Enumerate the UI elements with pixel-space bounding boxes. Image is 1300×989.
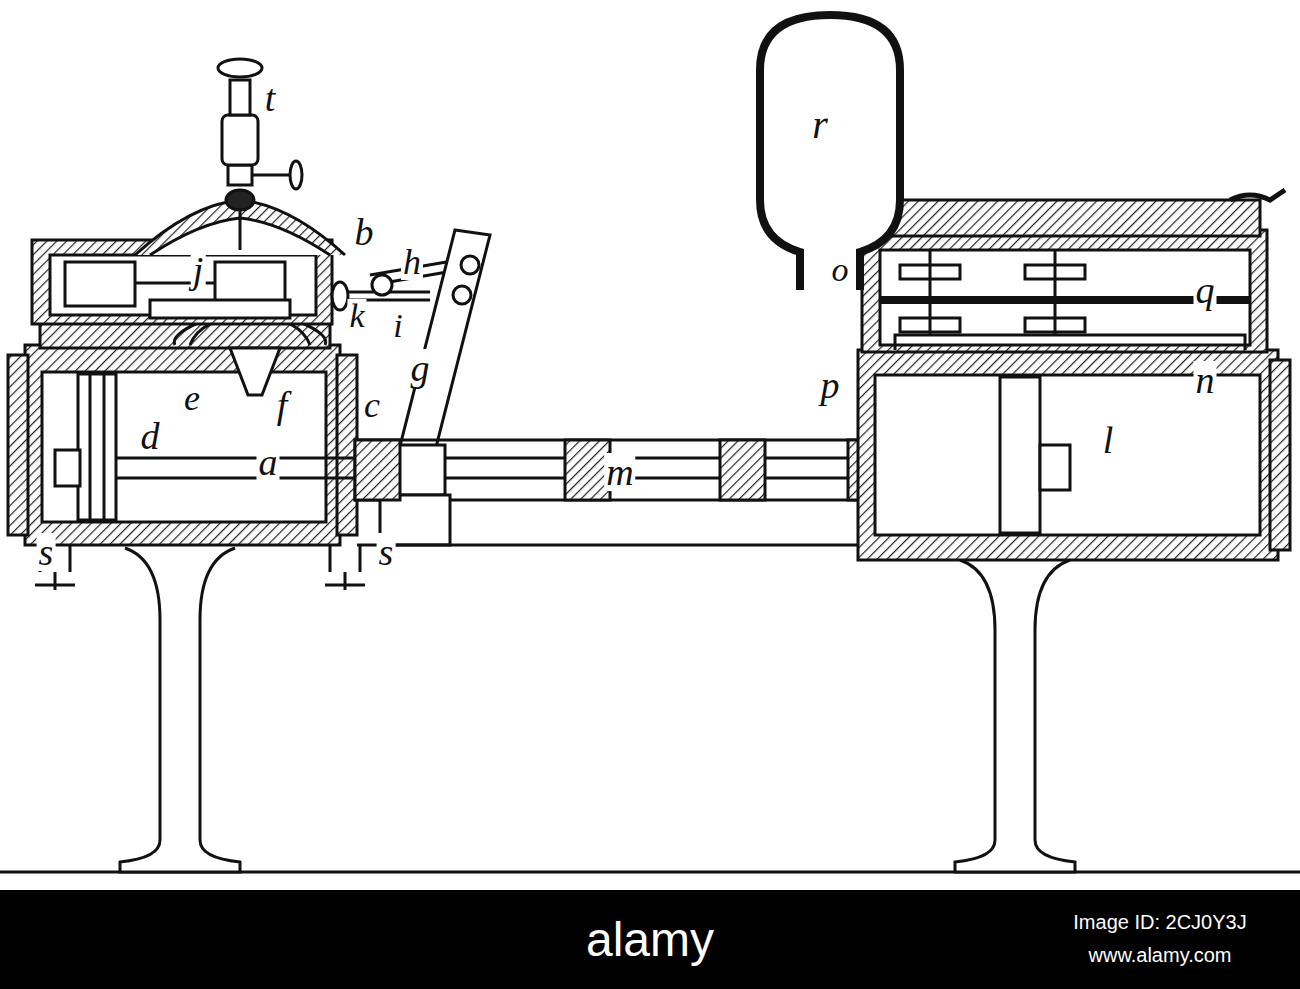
callout-letter: n [1194,361,1217,399]
callout-letter: q [1194,271,1217,309]
callout-letter: i [391,309,404,343]
callout-letter: r [810,105,830,145]
watermark-text: Image ID: 2CJ0Y3J [1073,912,1246,932]
callout-letter: p [819,366,842,404]
callout-letter: h [401,244,423,280]
callout-letter: j [191,251,206,289]
callout-letter: e [182,380,202,416]
watermark-text: alamy [586,916,714,964]
callout-letter: a [257,443,280,481]
callout-letter: m [604,453,635,491]
callout-letter: k [347,299,366,333]
callout-letter: s [37,533,56,571]
callout-letter: o [830,253,851,287]
callout-letter: s [377,533,396,571]
callout-letter: t [263,79,278,117]
callout-letter: f [275,386,290,424]
callout-letter: d [139,417,162,455]
callout-letter: l [1101,421,1116,459]
callout-letter: c [362,387,382,423]
callout-letter: b [353,213,376,251]
watermark-text: www.alamy.com [1089,945,1232,965]
callout-letter: g [409,349,432,387]
